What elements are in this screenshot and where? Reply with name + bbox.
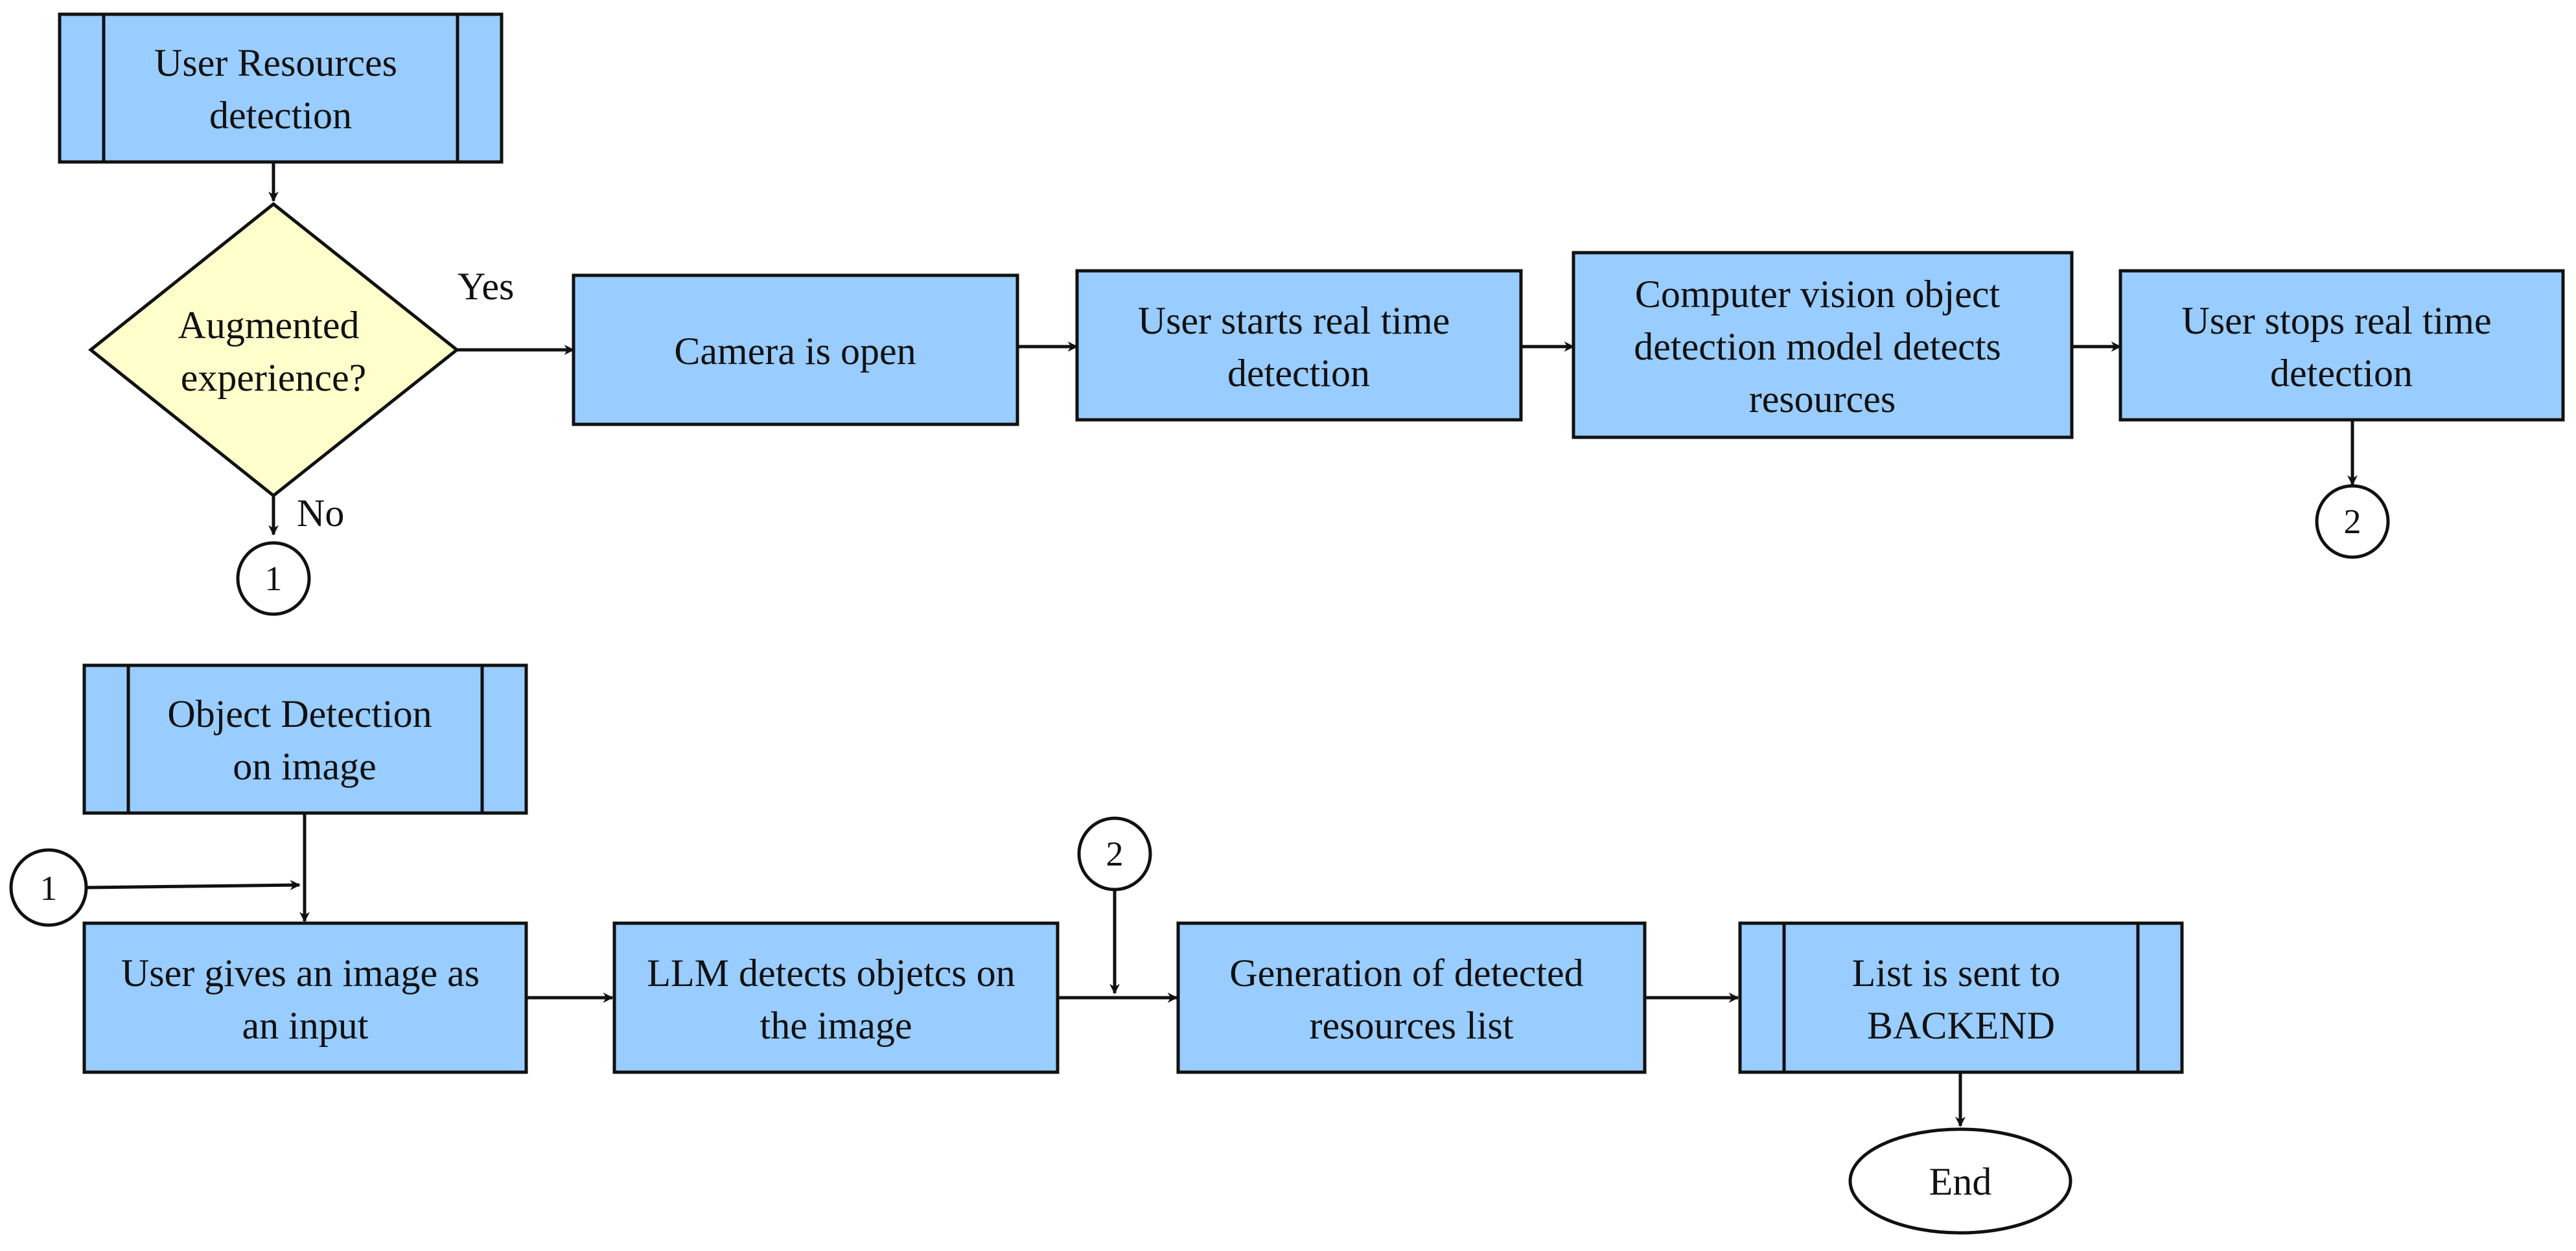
node-label-line: User stops real time xyxy=(2181,299,2491,342)
svg-text:User gives an image as a: User gives an image as an input xyxy=(121,952,489,1047)
connector-2-top: 2 xyxy=(2315,484,2390,559)
connector-2-bottom: 2 xyxy=(1077,816,1152,891)
node-label-line: Augmented xyxy=(178,304,360,347)
node-label-line: detection model detects xyxy=(1634,325,2001,368)
node-label-line: Object Detection xyxy=(167,693,432,735)
node-label-line: End xyxy=(1929,1160,1992,1203)
node-end: End xyxy=(1848,1127,2072,1235)
node-label-line: the image xyxy=(760,1004,912,1047)
connector-1-top: 1 xyxy=(236,541,311,616)
svg-text:Augmented experience?: Augmented experience? xyxy=(178,304,369,399)
node-label-line: Computer vision object xyxy=(1635,273,2001,316)
connector-1-bottom: 1 xyxy=(9,848,88,927)
svg-text:User Resources detection: User Resources detection xyxy=(154,41,407,137)
edge-label-yes: Yes xyxy=(458,265,514,308)
node-label-line: resources xyxy=(1749,378,1896,420)
svg-text:Object Detection on imag: Object Detection on image xyxy=(167,693,441,788)
node-label-line: Generation of detected xyxy=(1229,952,1583,994)
edge-connector1-to-usergives xyxy=(86,880,301,891)
svg-text:Computer vision object d: Computer vision object detection model d… xyxy=(1634,273,2010,420)
connector-label: 2 xyxy=(1106,834,1124,873)
svg-text:List is sent to BACKEND: List is sent to BACKEND xyxy=(1852,952,2071,1047)
node-user-gives-image: User gives an image as an input xyxy=(82,921,528,1074)
node-label-line: an input xyxy=(242,1004,369,1047)
node-label-line: on image xyxy=(233,745,377,788)
node-user-starts-real-time-detection: User starts real time detection xyxy=(1075,269,1523,422)
node-augmented-experience-decision: Augmented experience? xyxy=(87,201,460,498)
node-llm-detects-objects: LLM detects objetcs on the image xyxy=(612,921,1060,1074)
edge-label-no: No xyxy=(297,492,344,534)
node-camera-is-open: Camera is open xyxy=(572,273,1019,426)
node-label-line: User gives an image as xyxy=(121,952,480,994)
node-object-detection-on-image: Object Detection on image xyxy=(82,663,528,815)
node-list-sent-to-backend: List is sent to BACKEND xyxy=(1738,921,2184,1074)
node-label-line: resources list xyxy=(1310,1004,1514,1047)
svg-text:User stops real time det: User stops real time detection xyxy=(2181,299,2501,395)
node-label-line: LLM detects objetcs on xyxy=(647,952,1015,994)
node-label-line: detection xyxy=(209,94,352,137)
svg-text:User starts real time de: User starts real time detection xyxy=(1138,299,1460,395)
node-label-line: Camera is open xyxy=(674,330,916,373)
node-user-stops-real-time-detection: User stops real time detection xyxy=(2118,269,2565,422)
connector-label: 1 xyxy=(265,559,283,598)
svg-text:Camera is open: Camera is open xyxy=(674,330,916,373)
edges xyxy=(86,162,2358,1127)
node-label-line: BACKEND xyxy=(1867,1004,2055,1047)
node-label-line: experience? xyxy=(181,356,366,399)
node-label-line: detection xyxy=(1227,352,1370,395)
node-label-line: List is sent to xyxy=(1852,952,2061,994)
node-label-line: detection xyxy=(2270,352,2413,395)
svg-text:LLM detects objetcs on t: LLM detects objetcs on the image xyxy=(647,952,1025,1047)
svg-text:Generation of detected r: Generation of detected resources list xyxy=(1229,952,1593,1047)
node-user-resources-detection: User Resources detection xyxy=(58,12,504,164)
node-generation-of-detected-resources-list: Generation of detected resources list xyxy=(1176,921,1647,1074)
node-computer-vision-model: Computer vision object detection model d… xyxy=(1572,251,2074,439)
node-label-line: User Resources xyxy=(154,41,397,84)
connector-label: 2 xyxy=(2344,502,2361,541)
connector-label: 1 xyxy=(40,869,58,908)
node-label-line: User starts real time xyxy=(1138,299,1450,342)
